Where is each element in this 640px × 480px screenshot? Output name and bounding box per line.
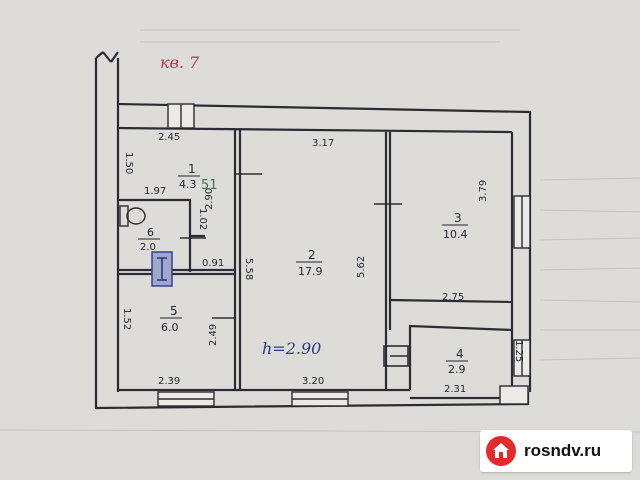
boiler-icon — [151, 251, 173, 287]
doors — [180, 173, 409, 367]
dimension-label: 1.50 — [123, 152, 134, 174]
apartment-label: кв. 7 — [160, 53, 200, 72]
dimension-label: 3.79 — [478, 180, 489, 202]
dimension-label: 2.31 — [444, 384, 466, 395]
room-area: 6.0 — [161, 321, 179, 334]
dimension-label: 2.49 — [208, 324, 219, 346]
room-area: 2.9 — [448, 363, 466, 376]
room-number: 2 — [308, 248, 316, 262]
room-labels: 1 4.3 51 2 17.9 3 10.4 4 2.9 5 6.0 6 2.0 — [138, 162, 468, 376]
room-area: 10.4 — [443, 228, 468, 241]
toilet-icon — [119, 205, 146, 227]
dimension-label: 2.90 — [204, 188, 215, 210]
dimension-label: 5.58 — [243, 258, 254, 280]
dimension-label: 1.25 — [513, 340, 524, 362]
room-area: 17.9 — [298, 265, 323, 278]
dimension-labels: 2.45 3.17 1.50 1.97 2.90 1.02 3.79 0.91 … — [121, 132, 524, 395]
dimension-label: 5.62 — [356, 256, 367, 278]
dimension-label: 3.20 — [302, 376, 324, 387]
room-number: 4 — [456, 347, 464, 361]
fixtures — [119, 205, 173, 287]
watermark: rosndv.ru — [480, 430, 632, 472]
dimension-label: 2.39 — [158, 376, 180, 387]
dimension-label: 1.52 — [121, 308, 132, 330]
walls — [94, 51, 532, 410]
house-logo-icon — [486, 436, 516, 466]
dimension-label: 2.45 — [158, 132, 180, 143]
room-number: 1 — [188, 162, 196, 176]
watermark-text: rosndv.ru — [524, 441, 602, 460]
dimension-label: 2.75 — [442, 292, 464, 303]
dimension-label: 1.97 — [144, 186, 166, 197]
windows — [157, 103, 531, 407]
dimension-label: 1.02 — [197, 208, 208, 230]
room-number: 5 — [170, 304, 178, 318]
room-area: 2.0 — [140, 242, 156, 253]
room-corrected-area: 51 — [201, 178, 218, 193]
balcony-door — [499, 385, 529, 405]
dimension-label: 0.91 — [202, 258, 224, 269]
dimension-label: 3.17 — [312, 138, 334, 149]
ceiling-height-label: h=2.90 — [262, 339, 321, 358]
room-area: 4.3 — [179, 178, 197, 191]
room-number: 3 — [454, 211, 462, 225]
room-number: 6 — [147, 226, 154, 239]
